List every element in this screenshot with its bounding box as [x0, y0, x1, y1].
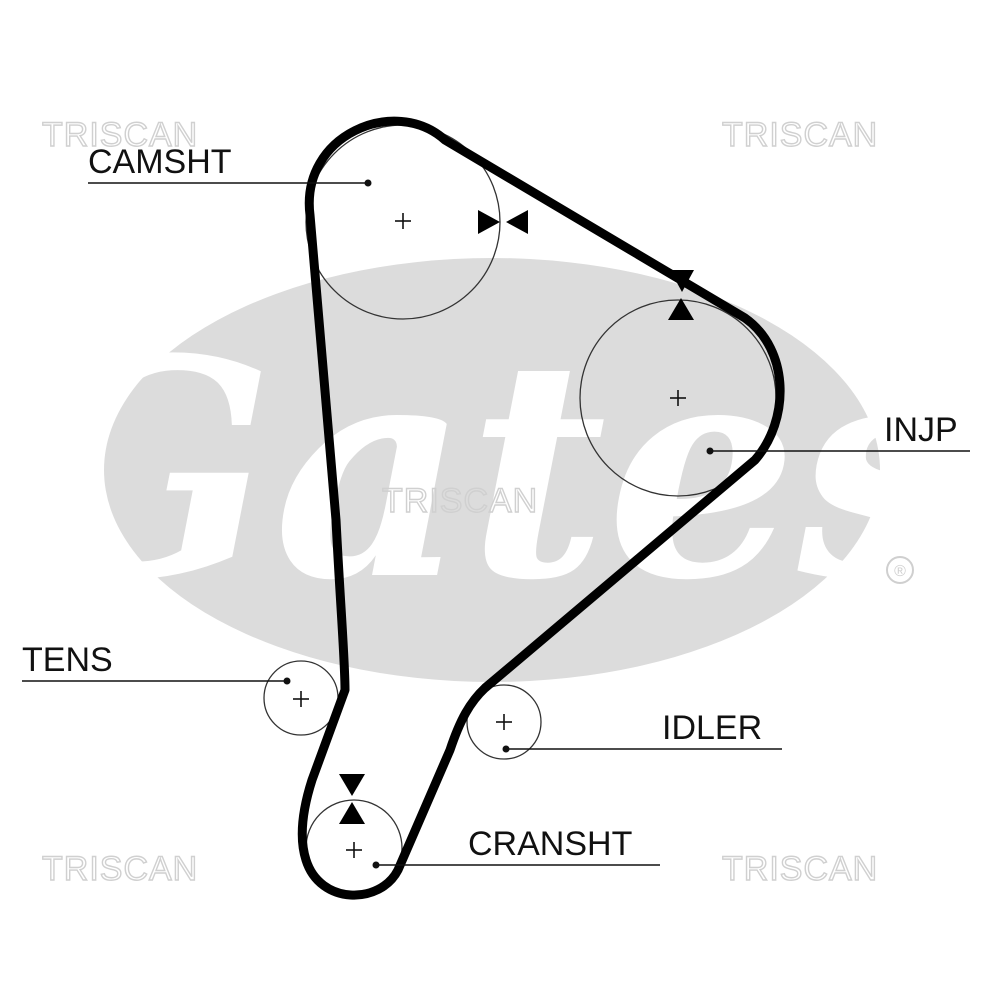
registered-mark-icon	[886, 556, 914, 584]
timing-belt	[297, 116, 785, 900]
pulley-centers	[293, 213, 686, 858]
crankshaft-label: CRANSHT	[468, 825, 632, 863]
crankshaft-timing-mark-icon	[339, 774, 365, 824]
watermark-center: TRISCAN	[382, 482, 538, 520]
idler-center-cross	[496, 714, 512, 730]
camshaft-label: CAMSHT	[88, 143, 232, 181]
camshaft-timing-mark-icon	[478, 210, 528, 234]
idler-label: IDLER	[662, 709, 762, 747]
timing-marks	[339, 210, 694, 824]
tensioner-center-cross	[293, 691, 309, 707]
idler-leader-dot	[502, 745, 510, 753]
watermark-top-left: TRISCAN	[42, 116, 198, 154]
injection-pump-timing-mark-icon	[668, 270, 694, 320]
logo-wordmark: Gates	[18, 293, 967, 646]
injection-pump-label: INJP	[884, 411, 958, 449]
registered-mark: ®	[894, 563, 906, 580]
idler-pulley	[466, 684, 542, 760]
camshaft-leader-dot	[364, 179, 372, 187]
crankshaft-leader-dot	[372, 861, 380, 869]
brand-logo: Gates ®	[18, 258, 967, 682]
injection-pump-leader-dot	[706, 447, 714, 455]
camshaft-center-cross	[395, 213, 411, 229]
injection-pump-center-cross	[670, 390, 686, 406]
logo-oval	[104, 258, 880, 682]
watermarks: TRISCAN TRISCAN TRISCAN TRISCAN TRISCAN	[41, 115, 878, 888]
component-labels: CAMSHT INJP TENS IDLER CRANSHT	[22, 143, 958, 863]
watermark-top-right: TRISCAN	[722, 116, 878, 154]
tensioner-label: TENS	[22, 641, 113, 679]
leader-lines	[22, 179, 970, 869]
crankshaft-center-cross	[346, 842, 362, 858]
watermark-bottom-right: TRISCAN	[722, 850, 878, 888]
watermark-bottom-left: TRISCAN	[42, 850, 198, 888]
tensioner-leader-dot	[283, 677, 291, 685]
